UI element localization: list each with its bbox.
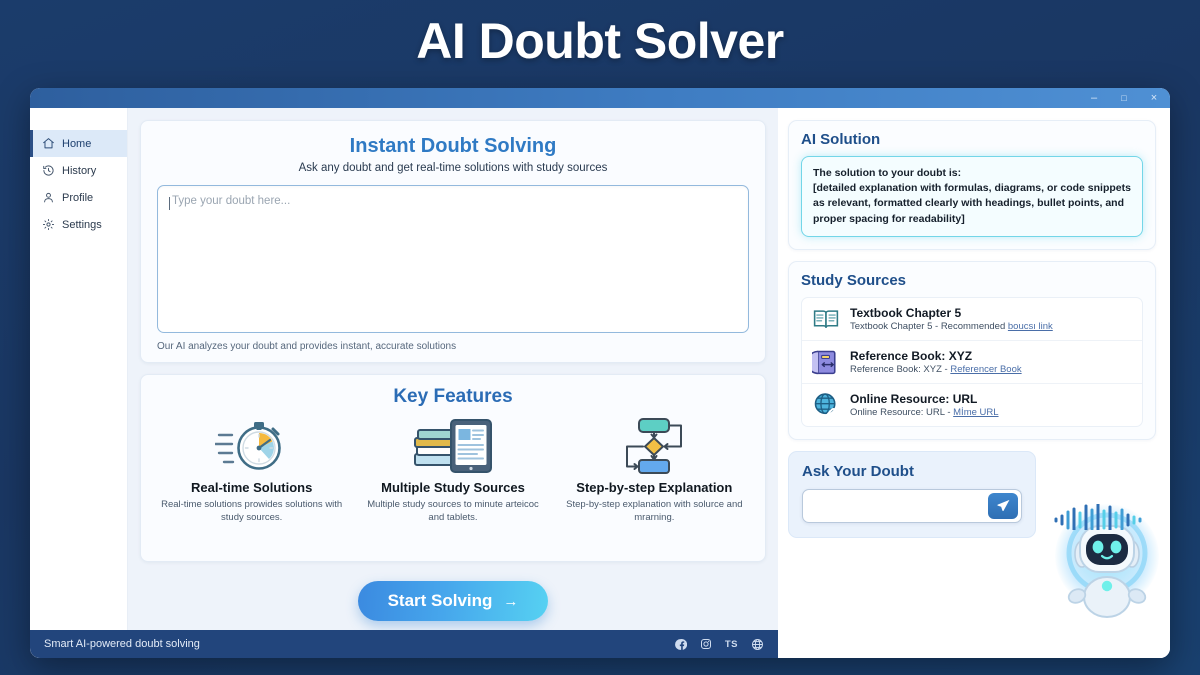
page-title: AI Doubt Solver (416, 13, 784, 69)
profile-icon (44, 192, 53, 203)
source-name: Textbook Chapter 5 (850, 305, 962, 320)
source-link[interactable]: boucsı link (1007, 320, 1053, 332)
ai-solution-box: The solution to your doubt is: [detailed… (801, 156, 1143, 237)
sidebar-item-label: Home (62, 137, 92, 150)
mascot-glow (1055, 504, 1159, 608)
doubt-textarea-placeholder: Type your doubt here... (172, 195, 291, 207)
doubt-note: Our AI analyzes your doubt and provides … (157, 341, 457, 352)
left-column: Home History Profile (30, 108, 778, 658)
window-body: Home History Profile (30, 108, 1170, 658)
books-tablet-icon (358, 416, 547, 476)
stopwatch-icon (157, 416, 346, 476)
footer-text: Smart AI-powered doubt solving (44, 638, 200, 650)
features-row: Real-time Solutions Real-time solutions … (151, 416, 755, 525)
reference-book-icon (812, 350, 836, 375)
close-icon[interactable]: × (1150, 91, 1158, 104)
sidebar-item-label: Settings (62, 218, 102, 231)
feature-name: Multiple Study Sources (381, 480, 525, 495)
ask-input-row[interactable] (802, 488, 1022, 523)
footer-icons: TS (674, 638, 764, 651)
globe-icon[interactable] (751, 638, 764, 651)
right-column: AI Solution The solution to your doubt i… (778, 108, 1170, 658)
ai-solution-text: The solution to your doubt is: [detailed… (813, 167, 1131, 225)
ask-your-doubt-title: Ask Your Doubt (802, 462, 914, 480)
sidebar-item-settings[interactable]: Settings (30, 211, 127, 238)
list-item[interactable]: Reference Book: XYZ Reference Book: XYZ … (802, 341, 1142, 384)
sidebar-item-history[interactable]: History (30, 157, 127, 184)
robot-figure-icon (1066, 512, 1148, 618)
instant-doubt-title: Instant Doubt Solving (349, 135, 557, 157)
text-caret (169, 197, 170, 210)
feature-step-by-step: Step-by-step Explanation Step-by-step ex… (554, 416, 755, 525)
send-button[interactable] (988, 492, 1018, 519)
facebook-icon[interactable] (674, 638, 687, 651)
study-sources-list: Textbook Chapter 5 Textbook Chapter 5 - … (801, 296, 1143, 427)
flowchart-icon (560, 416, 749, 476)
feature-name: Step-by-step Explanation (576, 480, 733, 495)
minimize-icon[interactable]: – (1090, 91, 1098, 104)
source-link[interactable]: Referencer Book (950, 363, 1022, 375)
sidebar-item-label: Profile (62, 191, 94, 204)
source-name: Reference Book: XYZ (850, 348, 973, 363)
window-titlebar: – □ × (30, 88, 1170, 108)
feature-desc: Step-by-step explanation with solurce an… (566, 499, 743, 523)
globe-link-icon (814, 393, 837, 419)
instant-doubt-card: Instant Doubt Solving Ask any doubt and … (140, 120, 766, 363)
sidebar-item-home[interactable]: Home (30, 130, 127, 157)
app-window: – □ × Home (30, 88, 1170, 658)
list-item[interactable]: Textbook Chapter 5 Textbook Chapter 5 - … (802, 298, 1142, 341)
feature-name: Real-time Solutions (190, 480, 313, 495)
voice-waveform-icon (1054, 504, 1142, 530)
source-sub-prefix: Reference Book: XYZ - (850, 363, 951, 375)
source-name: Online Resource: URL (850, 391, 978, 406)
list-item[interactable]: Online Resource: URL Online Resource: UR… (802, 384, 1142, 426)
ai-solution-title: AI Solution (801, 131, 881, 148)
send-icon (996, 500, 1009, 512)
study-sources-title: Study Sources (801, 271, 907, 289)
sidebar-item-profile[interactable]: Profile (30, 184, 127, 211)
left-top: Home History Profile (30, 108, 778, 630)
source-sub: Textbook Chapter 5 - Recommended boucsı … (850, 321, 1053, 332)
key-features-title: Key Features (393, 386, 513, 407)
sidebar-item-label: History (62, 164, 97, 177)
cta-wrap: Start Solving → (140, 573, 766, 630)
ask-your-doubt-card: Ask Your Doubt (788, 450, 1036, 538)
instant-doubt-subtitle: Ask any doubt and get real-time solution… (298, 162, 608, 174)
source-sub-prefix: Textbook Chapter 5 - Recommended (850, 320, 1008, 332)
feature-desc: Multiple study sources to minute arteico… (367, 499, 539, 523)
start-solving-button[interactable]: Start Solving → (357, 581, 549, 621)
key-features-card: Key Features (140, 374, 766, 562)
open-book-icon (813, 310, 839, 328)
maximize-icon[interactable]: □ (1121, 92, 1127, 103)
source-link[interactable]: Mİme URL (953, 406, 999, 418)
feature-multiple-study-sources: Multiple Study Sources Multiple study so… (352, 416, 553, 525)
ask-input[interactable] (812, 499, 988, 512)
ai-robot-mascot (1052, 504, 1164, 654)
gear-icon (42, 218, 55, 231)
home-icon (43, 138, 54, 149)
feature-desc: Real-time solutions prowides solutions w… (161, 499, 343, 523)
start-solving-label: Start Solving (387, 591, 493, 610)
arrow-right-icon: → (503, 592, 519, 610)
main-stage: Instant Doubt Solving Ask any doubt and … (128, 108, 778, 630)
doubt-textarea[interactable]: Type your doubt here... (157, 185, 749, 333)
history-icon (43, 165, 54, 176)
instagram-icon[interactable] (700, 638, 712, 650)
sidebar: Home History Profile (30, 108, 128, 630)
feature-realtime-solutions: Real-time Solutions Real-time solutions … (151, 416, 352, 525)
study-sources-card: Study Sources Textbook Chapter 5 (788, 260, 1156, 440)
source-sub: Reference Book: XYZ - Referencer Book (850, 364, 1022, 375)
ts-icon[interactable]: TS (724, 638, 738, 650)
source-sub-prefix: Online Resource: URL - (850, 406, 954, 418)
source-sub: Online Resource: URL - Mİme URL (850, 407, 999, 418)
ai-solution-card: AI Solution The solution to your doubt i… (788, 120, 1156, 250)
footer-bar: Smart AI-powered doubt solving TS (30, 630, 778, 658)
